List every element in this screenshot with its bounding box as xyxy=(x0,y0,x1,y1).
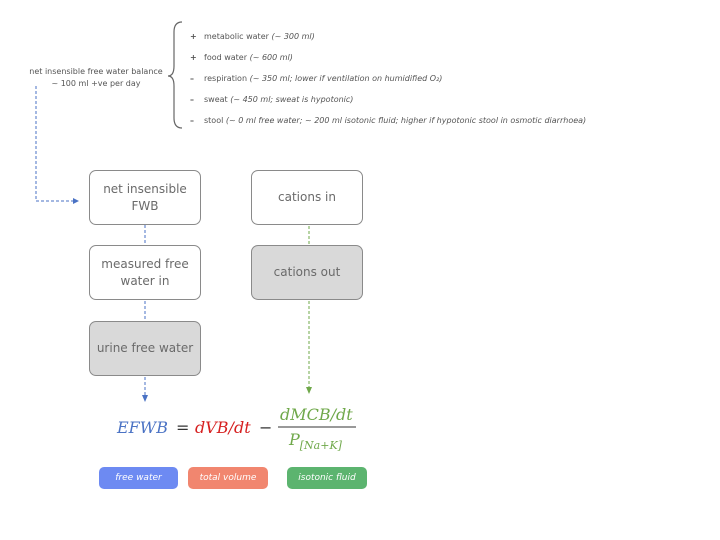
contribution-label: respiration xyxy=(204,74,248,83)
contribution-detail: (~ 0 ml free water; ~ 200 ml isotonic fl… xyxy=(225,116,587,125)
box-label: net insensible xyxy=(103,181,187,196)
box-measured-free-water: measured free water in xyxy=(89,245,201,300)
contribution-label: sweat xyxy=(204,95,228,104)
eq-denominator: P[Na+K] xyxy=(289,430,342,452)
eq-denominator-sub: [Na+K] xyxy=(299,439,342,453)
eq-denominator-base: P xyxy=(289,430,300,449)
contribution-metabolic: + metabolic water (~ 300 ml) xyxy=(190,31,315,43)
legend-total-volume: total volume xyxy=(188,467,268,489)
note-to-fwb-arrow xyxy=(35,86,74,202)
contribution-label: metabolic water xyxy=(204,32,269,41)
note-line-1: net insensible free water balance xyxy=(29,67,163,76)
contribution-stool: – stool (~ 0 ml free water; ~ 200 ml isot… xyxy=(190,115,586,127)
curly-brace xyxy=(167,21,183,129)
sign: + xyxy=(190,32,197,41)
sign: – xyxy=(190,74,194,83)
eq-minus: − xyxy=(259,418,273,437)
contribution-detail: (~ 600 ml) xyxy=(249,53,293,62)
box-label: water in xyxy=(120,273,170,288)
contribution-detail: (~ 450 ml; sweat is hypotonic) xyxy=(230,95,354,104)
legend-free-water: free water xyxy=(99,467,178,489)
sign: + xyxy=(190,53,197,62)
box-label: cations out xyxy=(273,265,341,279)
eq-lhs: EFWB xyxy=(117,418,168,437)
eq-term-dvb: dVB/dt xyxy=(195,418,251,437)
contribution-food: + food water (~ 600 ml) xyxy=(190,52,293,64)
legend-isotonic-fluid: isotonic fluid xyxy=(287,467,367,489)
arrowhead-eq-green xyxy=(306,387,312,394)
box-label: cations in xyxy=(278,190,336,204)
contribution-sweat: – sweat (~ 450 ml; sweat is hypotonic) xyxy=(190,94,353,106)
box-label: FWB xyxy=(131,198,159,213)
sign: – xyxy=(190,116,194,125)
sign: – xyxy=(190,95,194,104)
contribution-label: stool xyxy=(204,116,224,125)
insensible-balance-note: net insensible free water balance ~ 100 … xyxy=(22,66,170,90)
box-urine-free-water: urine free water xyxy=(89,321,201,376)
box-label: urine free water xyxy=(96,341,194,355)
box-cations-in: cations in xyxy=(251,170,363,225)
arrowhead-eq-blue xyxy=(142,395,148,402)
box-net-insensible-fwb: net insensible FWB xyxy=(89,170,201,225)
contribution-detail: (~ 300 ml) xyxy=(271,32,315,41)
box-cations-out: cations out xyxy=(251,245,363,300)
contribution-label: food water xyxy=(204,53,248,62)
eq-numerator: dMCB/dt xyxy=(280,405,353,424)
note-line-2: ~ 100 ml +ve per day xyxy=(51,79,141,88)
contribution-respiration: – respiration (~ 350 ml; lower if ventila… xyxy=(190,73,442,85)
arrowhead-fwb xyxy=(73,198,79,204)
box-label: measured free xyxy=(101,256,189,271)
eq-equals: = xyxy=(176,418,190,437)
contribution-detail: (~ 350 ml; lower if ventilation on humid… xyxy=(249,74,443,83)
